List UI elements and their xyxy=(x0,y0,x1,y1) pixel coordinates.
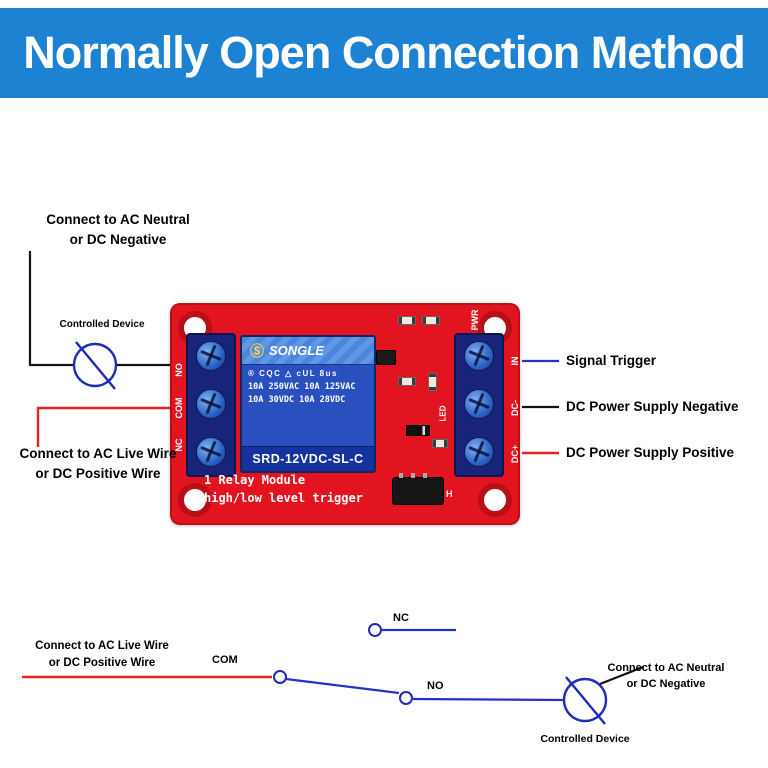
relay-cert-marks: ® CQC △ cUL 8us xyxy=(248,369,338,378)
no-node xyxy=(399,691,413,705)
relay-module-board: NO COM NC IN DC- DC+ PWR LED Ⓢ SONGLE ® … xyxy=(170,303,520,525)
relay-brand-row: Ⓢ SONGLE xyxy=(242,337,374,365)
led-label: LED xyxy=(438,405,448,422)
label-line: or DC Negative xyxy=(69,232,167,248)
terminal-screw-in xyxy=(464,341,494,371)
wire-neutral-to-lamp xyxy=(28,251,73,367)
terminal-screw-com xyxy=(196,389,226,419)
lamp-symbol-bottom xyxy=(562,677,608,723)
label-ac-live-left: Connect to AC Live Wire or DC Positive W… xyxy=(8,444,188,485)
terminal-label-in: IN xyxy=(510,356,520,366)
label-signal-trigger: Signal Trigger xyxy=(566,353,657,368)
diode xyxy=(406,425,430,436)
board-silkscreen-line2: high/low level trigger xyxy=(204,491,363,505)
label-nc: NC xyxy=(393,612,409,624)
label-controlled-device-bottom: Controlled Device xyxy=(540,733,630,745)
switch-arm xyxy=(285,677,400,695)
terminal-label-no: NO xyxy=(174,363,184,377)
relay-model-number: SRD-12VDC-SL-C xyxy=(242,446,374,471)
com-node xyxy=(273,670,287,684)
transistor xyxy=(376,350,396,365)
output-terminal-block xyxy=(186,333,236,477)
label-line: Connect to AC Live Wire xyxy=(19,446,177,461)
mounting-hole xyxy=(178,483,212,517)
relay-ratings: 10A 250VAC 10A 125VAC 10A 30VDC 10A 28VD… xyxy=(242,379,374,407)
nc-node xyxy=(368,623,382,637)
smd-resistor xyxy=(432,439,448,448)
label-schematic-neutral: Connect to AC Neutral or DC Negative xyxy=(602,661,730,693)
terminal-label-dc-minus: DC- xyxy=(510,400,520,416)
relay-component: Ⓢ SONGLE ® CQC △ cUL 8us 10A 250VAC 10A … xyxy=(240,335,376,473)
wire-no-to-lamp xyxy=(412,697,564,702)
label-ac-neutral-top: Connect to AC Neutral or DC Negative xyxy=(28,210,208,251)
label-controlled-device-top: Controlled Device xyxy=(59,319,145,330)
label-line: Connect to AC Neutral xyxy=(607,662,725,674)
label-schematic-live: Connect to AC Live Wire or DC Positive W… xyxy=(22,638,182,671)
label-dc-power-positive: DC Power Supply Positive xyxy=(566,445,735,460)
label-line: or DC Negative xyxy=(626,677,706,690)
smd-resistor xyxy=(398,377,416,386)
label-line: or DC Positive Wire xyxy=(48,656,156,669)
relay-rating-line2: 10A 30VDC 10A 28VDC xyxy=(248,394,346,405)
terminal-screw-no xyxy=(196,341,226,371)
terminal-screw-nc xyxy=(196,437,226,467)
title-banner: Normally Open Connection Method xyxy=(0,8,768,98)
label-com: COM xyxy=(212,654,238,666)
smd-resistor xyxy=(428,373,437,391)
smd-resistor xyxy=(398,316,416,325)
input-terminal-block xyxy=(454,333,504,477)
label-line: Connect to AC Neutral xyxy=(46,212,190,227)
terminal-label-com: COM xyxy=(174,397,184,419)
board-silkscreen-line1: 1 Relay Module xyxy=(204,473,306,487)
lamp-slash-bottom xyxy=(565,676,606,725)
label-line: Connect to AC Live Wire xyxy=(35,640,169,652)
terminal-screw-dc-plus xyxy=(464,437,494,467)
jumper-h-label: H xyxy=(446,489,453,499)
smd-resistor xyxy=(422,316,440,325)
pwr-label: PWR xyxy=(470,309,480,331)
lamp-symbol-top xyxy=(72,342,118,388)
label-no: NO xyxy=(427,680,444,692)
label-dc-power-negative: DC Power Supply Negative xyxy=(566,399,739,414)
label-line: or DC Positive Wire xyxy=(35,466,161,482)
trigger-select-jumper xyxy=(392,473,444,505)
page-title: Normally Open Connection Method xyxy=(23,27,746,78)
lamp-slash-top xyxy=(75,341,116,390)
mounting-hole xyxy=(478,483,512,517)
songle-logo-icon: Ⓢ xyxy=(250,342,264,359)
relay-brand: SONGLE xyxy=(269,343,324,358)
relay-rating-line1: 10A 250VAC 10A 125VAC xyxy=(248,382,356,392)
terminal-label-dc-plus: DC+ xyxy=(510,444,520,464)
terminal-screw-dc-minus xyxy=(464,389,494,419)
